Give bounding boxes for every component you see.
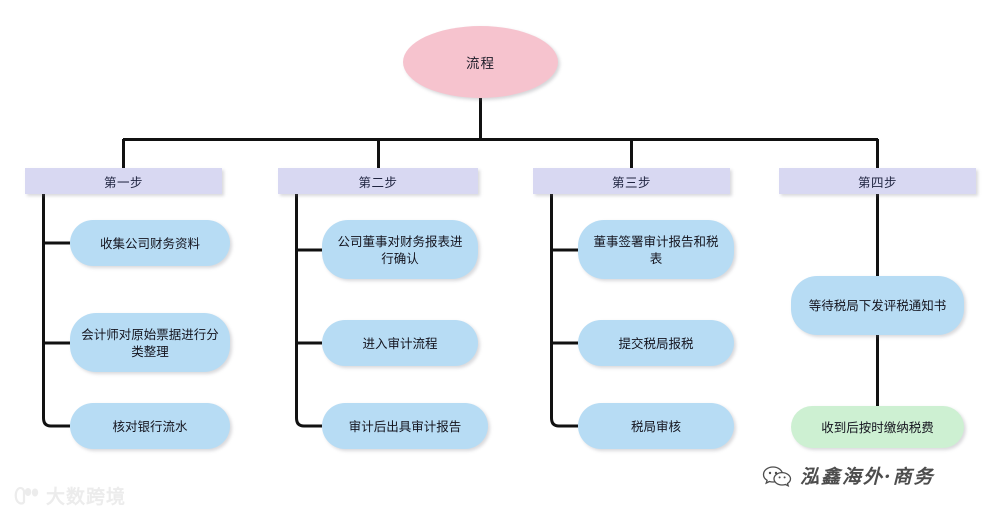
node-col-4-item-2[interactable]: 收到后按时缴纳税费 [791,406,964,448]
watermark-left-text: 大数跨境 [46,486,127,508]
node-col-3-item-3-label: 税局审核 [630,418,681,434]
node-col-2-item-2[interactable]: 进入审计流程 [322,320,478,366]
watermark-right: 泓鑫海外·商务 [762,462,935,489]
node-col-1-item-3-label: 核对银行流水 [112,418,188,434]
node-col-1-item-2[interactable]: 会计师对原始票据进行分类整理 [70,313,230,372]
node-col-4-item-1-label: 等待税局下发评税通知书 [808,298,947,313]
step-header-4-label: 第四步 [857,174,897,190]
step-header-3[interactable]: 第三步 [533,168,730,194]
root-node-label: 流程 [466,56,495,72]
node-col-3-item-2-label: 提交税局报税 [618,335,694,351]
step-header-1-label: 第一步 [103,174,143,190]
edge-bracket-col-1 [42,194,70,428]
wechat-icon [762,465,792,487]
node-col-2-item-3[interactable]: 审计后出具审计报告 [322,403,488,449]
node-col-2-item-2-label: 进入审计流程 [362,335,438,351]
node-col-3-item-3[interactable]: 税局审核 [578,403,734,449]
node-col-3-item-1-label: 董事签署审计报告和税表 [593,233,719,266]
watermark-right-text: 泓鑫海外·商务 [800,466,935,488]
step-header-2-label: 第二步 [358,174,398,190]
node-col-1-item-2-label: 会计师对原始票据进行分类整理 [81,326,219,359]
node-col-2-item-3-label: 审计后出具审计报告 [348,418,462,434]
step-header-2[interactable]: 第二步 [278,168,478,194]
node-col-3-item-1[interactable]: 董事签署审计报告和税表 [578,220,734,279]
paw-logo-icon [14,486,39,505]
node-col-2-item-1[interactable]: 公司董事对财务报表进行确认 [322,220,478,279]
step-header-3-label: 第三步 [611,174,651,190]
edge-bracket-col-2 [295,194,322,428]
node-col-3-item-2[interactable]: 提交税局报税 [578,320,734,366]
node-col-4-item-2-label: 收到后按时缴纳税费 [821,419,934,435]
node-col-1-item-1-label: 收集公司财务资料 [99,235,200,251]
node-col-1-item-3[interactable]: 核对银行流水 [70,403,230,449]
step-header-1[interactable]: 第一步 [25,168,222,194]
edge-bracket-col-3 [550,194,578,428]
step-header-4[interactable]: 第四步 [779,168,976,194]
root-node[interactable]: 流程 [403,26,558,98]
node-col-1-item-1[interactable]: 收集公司财务资料 [70,220,230,266]
node-col-4-item-1[interactable]: 等待税局下发评税通知书 [791,276,964,335]
node-col-2-item-1-label: 公司董事对财务报表进行确认 [337,233,463,266]
watermark-left: 大数跨境 [14,482,126,509]
